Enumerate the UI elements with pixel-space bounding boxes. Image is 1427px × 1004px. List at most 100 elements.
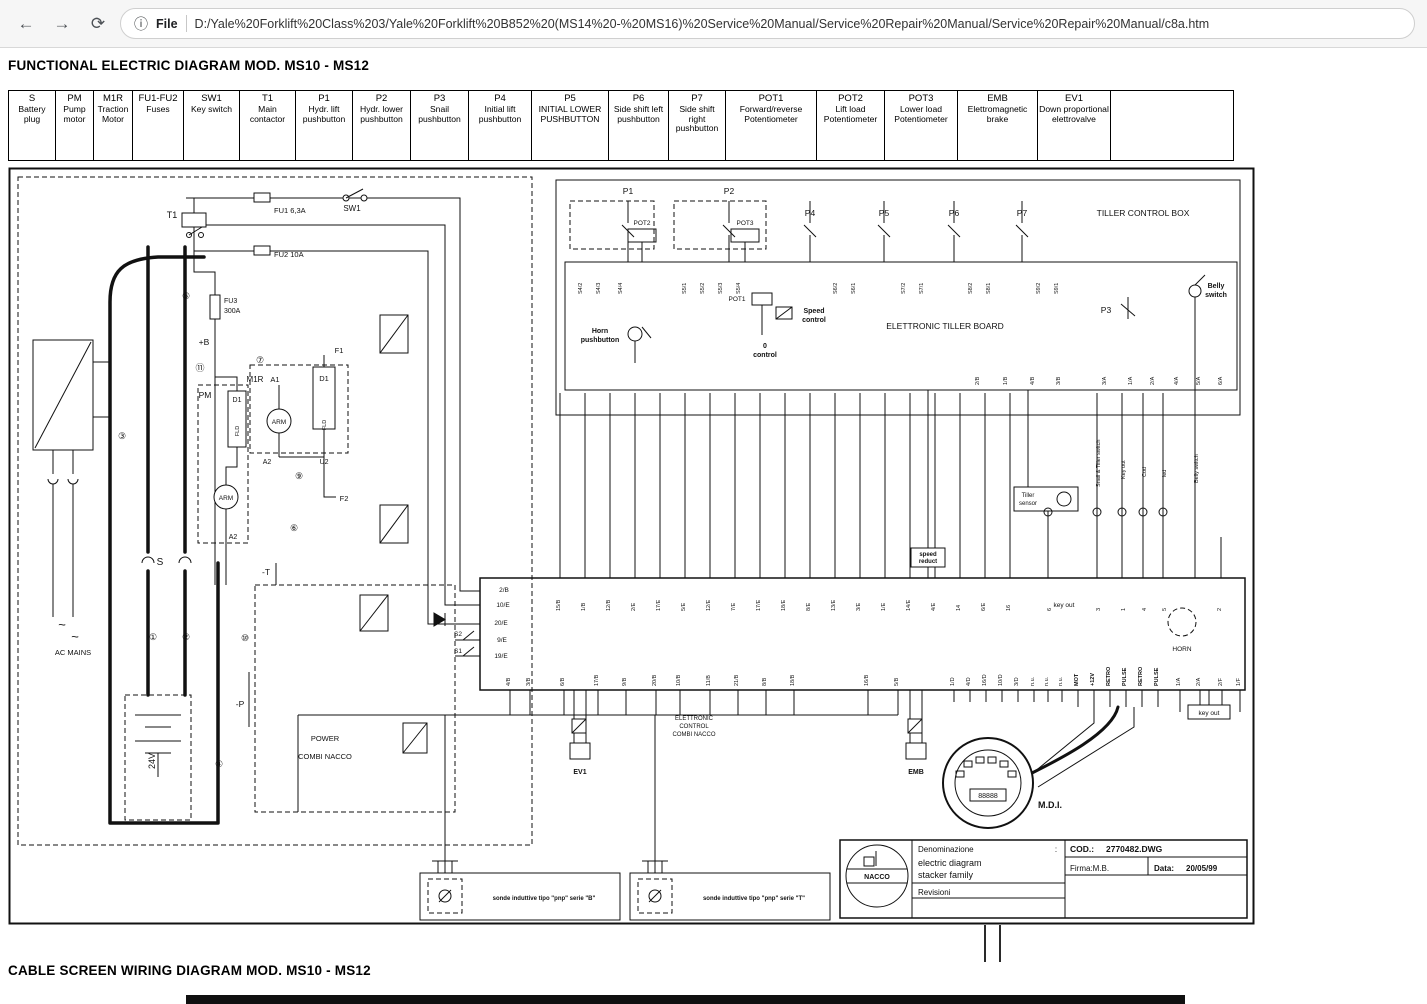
diagram-label: ① — [149, 632, 157, 642]
diagram-label: COD.: — [1070, 844, 1094, 854]
legend-code: T1 — [261, 93, 274, 104]
diagram-label: reduct — [919, 559, 937, 565]
diagram-label: 5/B — [894, 677, 900, 686]
diagram-label: 18/E — [781, 599, 787, 611]
diagram-label: 1 — [1121, 608, 1127, 611]
diagram-label: F1 — [335, 346, 344, 355]
diagram-label: 8/B — [762, 677, 768, 686]
diagram-label: 13/E — [831, 599, 837, 611]
back-icon[interactable]: ← — [17, 13, 35, 33]
diagram-label: RETRO — [1106, 666, 1112, 686]
diagram-label: 300A — [224, 308, 241, 315]
diagram-label: 4/B — [1030, 376, 1036, 385]
diagram-label: NACCO — [864, 874, 890, 881]
diagram-label: control — [802, 317, 826, 324]
page-title-cable: CABLE SCREEN WIRING DIAGRAM MOD. MS10 - … — [8, 963, 371, 978]
diagram-label: key out — [1054, 602, 1075, 609]
diagram-label: 4/B — [506, 677, 512, 686]
legend-code: P3 — [433, 93, 446, 104]
diagram-label: FU1 6,3A — [274, 206, 306, 215]
diagram-label: ⑨ — [295, 471, 303, 481]
diagram-label: +12V — [1090, 673, 1096, 686]
legend-code: P2 — [375, 93, 388, 104]
diagram-label: ELETTRONIC TILLER BOARD — [886, 321, 1003, 331]
diagram-label: 3/A — [1102, 376, 1108, 385]
diagram-label: P4 — [805, 208, 816, 218]
legend-desc: Lift load Potentiometer — [823, 104, 878, 124]
diagram-label: S5/1 — [682, 283, 688, 294]
diagram-label: EV1 — [573, 769, 586, 776]
address-bar[interactable]: ⓘ File D:/Yale%20Forklift%20Class%203/Ya… — [120, 8, 1415, 39]
page-title-functional: FUNCTIONAL ELECTRIC DIAGRAM MOD. MS10 - … — [8, 58, 370, 73]
legend-code: POT2 — [838, 93, 863, 104]
diagram-label: Belly — [1208, 283, 1225, 290]
diagram-label: S4/4 — [618, 283, 624, 294]
diagram-label: HORN — [1172, 646, 1191, 653]
diagram-label: P2 — [724, 186, 735, 196]
diagram-label: 3/B — [1056, 376, 1062, 385]
url-text: D:/Yale%20Forklift%20Class%203/Yale%20Fo… — [194, 16, 1210, 31]
legend-code: P1 — [318, 93, 330, 104]
diagram-label: S6/1 — [851, 283, 857, 294]
legend-desc: Hydr. lower pushbutton — [360, 104, 403, 124]
diagram-label: POT2 — [634, 220, 651, 227]
legend-code: P5 — [564, 93, 576, 104]
diagram-label: T1 — [167, 210, 178, 220]
diagram-label: ⑪ — [195, 363, 204, 373]
diagram-label: S5/4 — [736, 283, 742, 294]
forward-icon[interactable]: → — [53, 13, 71, 33]
diagram-label: 8/E — [806, 602, 812, 611]
diagram-label: POT3 — [737, 220, 754, 227]
diagram-label: MOT — [1074, 673, 1080, 686]
diagram-label: P5 — [879, 208, 890, 218]
legend-desc: Snail pushbutton — [418, 104, 461, 124]
reload-icon[interactable]: ⟳ — [90, 13, 106, 33]
diagram-label: switch — [1205, 292, 1227, 299]
diagram-label: 9/B — [622, 677, 628, 686]
diagram-label: PULSE — [1154, 667, 1160, 686]
diagram-label: 7/E — [731, 602, 737, 611]
legend-code: POT3 — [908, 93, 934, 104]
diagram-label: ARM — [272, 419, 286, 426]
diagram-label: 3/E — [856, 602, 862, 611]
address-separator — [185, 15, 187, 32]
diagram-label: 2 — [1217, 608, 1223, 611]
diagram-label: M.D.I. — [1038, 800, 1062, 810]
diagram-label: 1/A — [1128, 376, 1134, 385]
diagram-label: ⑥ — [290, 523, 298, 533]
legend-code: FU1-FU2 — [138, 93, 178, 104]
diagram-label: 2/F — [1218, 677, 1224, 686]
diagram-label: 2770482.DWG — [1106, 844, 1163, 854]
diagram-label: n.u. — [1058, 676, 1064, 686]
legend-code: EV1 — [1065, 93, 1083, 104]
diagram-label: ~ — [71, 629, 79, 644]
diagram-label: 2/A — [1196, 677, 1202, 686]
diagram-label: POWER — [311, 734, 340, 743]
diagram-label: S8/1 — [986, 283, 992, 294]
diagram-label: Snail & Tiller switch — [1096, 440, 1102, 487]
diagram-label: 2/B — [975, 376, 981, 385]
legend-desc: Pump motor — [63, 104, 86, 124]
diagram-label: sensor — [1019, 501, 1037, 507]
legend-desc: Hydr. lift pushbutton — [302, 104, 346, 124]
diagram-label: U2 — [320, 459, 329, 466]
info-icon[interactable]: ⓘ — [134, 15, 148, 32]
diagram-label: -P — [236, 699, 245, 709]
diagram-label: speed — [919, 552, 937, 558]
diagram-label: : — [1055, 845, 1057, 854]
diagram-label: 2/A — [1150, 376, 1156, 385]
diagram-label: FLD — [322, 420, 328, 430]
diagram-label: sonde induttive tipo "pnp" serie "T" — [703, 896, 805, 902]
legend-desc: Fuses — [146, 104, 170, 114]
diagram-label: D1 — [233, 397, 242, 404]
